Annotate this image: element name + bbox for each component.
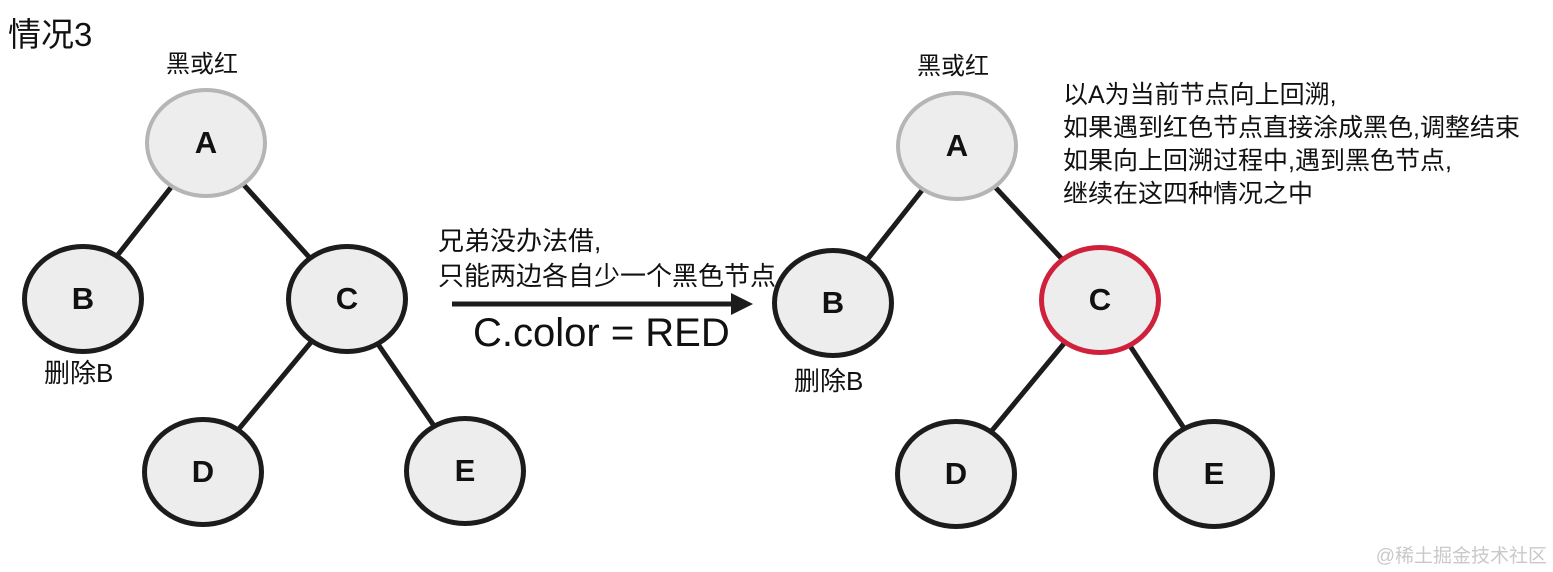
watermark: @稀土掘金技术社区 [1375, 546, 1547, 567]
right-tree-node-a: A [896, 91, 1018, 201]
node-label: E [454, 453, 476, 488]
traceback-annotation: 以A为当前节点向上回溯, 如果遇到红色节点直接涂成黑色,调整结束 如果向上回溯过… [1063, 79, 1520, 211]
right-tree-node-b: B [772, 248, 894, 358]
transition-note-line2: 只能两边各自少一个黑色节点 [438, 261, 777, 291]
node-label: A [194, 125, 218, 160]
node-label: E [1203, 456, 1225, 491]
left-tree-top-label: 黑或红 [166, 51, 238, 78]
right-tree-top-label: 黑或红 [917, 53, 989, 80]
right-tree-node-e: E [1153, 419, 1275, 529]
right-tree-node-c: C [1039, 245, 1161, 355]
annotation-line: 如果向上回溯过程中,遇到黑色节点, [1063, 147, 1452, 175]
annotation-line: 以A为当前节点向上回溯, [1063, 81, 1337, 109]
left-tree-node-b: B [22, 244, 144, 354]
left-tree-node-e: E [404, 416, 526, 526]
node-label: C [335, 281, 359, 316]
transition-formula: C.color = RED [473, 311, 730, 355]
node-label: C [1088, 282, 1112, 317]
node-label: D [944, 456, 968, 491]
left-tree-node-a: A [145, 88, 267, 198]
right-tree-node-d: D [895, 419, 1017, 529]
transition-arrow-icon [452, 293, 753, 315]
left-tree-delete-label: 删除B [44, 358, 114, 388]
page-title: 情况3 [8, 16, 93, 53]
annotation-line: 继续在这四种情况之中 [1063, 180, 1314, 208]
transition-note-line1: 兄弟没办法借, [438, 226, 602, 256]
left-tree-node-c: C [286, 244, 408, 354]
node-label: B [71, 281, 95, 316]
annotation-line: 如果遇到红色节点直接涂成黑色,调整结束 [1063, 114, 1520, 142]
left-tree-node-d: D [142, 417, 264, 527]
right-tree-delete-label: 删除B [794, 366, 864, 396]
node-label: D [191, 454, 215, 489]
node-label: B [821, 285, 845, 320]
node-label: A [945, 128, 969, 163]
